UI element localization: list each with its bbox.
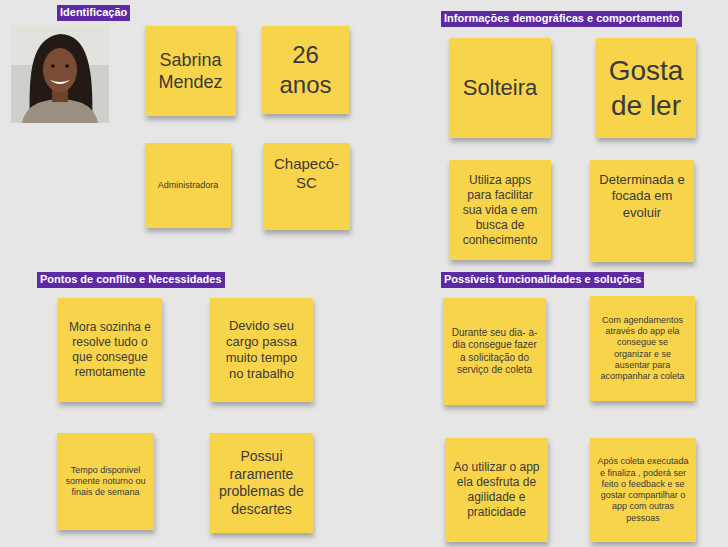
- sticky-note: 26 anos: [262, 26, 349, 114]
- sticky-note: Chapecó- SC: [263, 143, 350, 230]
- sticky-note: Com agendamentos através do app ela cons…: [590, 296, 695, 401]
- note-text: Determinada e focada em evoluir: [597, 172, 687, 221]
- sticky-note: Ao utilizar o app ela desfruta de agilid…: [445, 438, 548, 542]
- note-text: Utiliza apps para facilitar sua vida e e…: [456, 173, 544, 248]
- note-text: Mora sozinha e resolve tudo o que conseg…: [65, 320, 155, 380]
- note-text: Após coleta executada e finaliza , poder…: [597, 456, 689, 524]
- note-text: Administradora: [158, 180, 219, 191]
- section-header: Pontos de conflito e Necessidades: [37, 272, 225, 288]
- section-header: Identificação: [57, 5, 130, 21]
- note-text: Devido seu cargo passa muito tempo no tr…: [217, 318, 306, 383]
- note-text: Chapecó- SC: [270, 155, 343, 193]
- note-text: Durante seu dia- a-dia consegue fazer a …: [450, 327, 539, 377]
- section-title: Pontos de conflito e Necessidades: [40, 273, 222, 287]
- section-title: Informações demográficas e comportamento: [444, 12, 679, 26]
- smile: [50, 80, 70, 84]
- sticky-note: Após coleta executada e finaliza , poder…: [590, 438, 696, 542]
- sticky-note: Sabrina Mendez: [145, 26, 236, 116]
- photo-background: [11, 25, 109, 123]
- sticky-note: Possui raramente problemas de descartes: [210, 433, 313, 533]
- eye: [51, 64, 55, 68]
- section-header: Informações demográficas e comportamento: [441, 11, 682, 27]
- sticky-note: Administradora: [145, 143, 231, 228]
- section-title: Identificação: [60, 6, 127, 20]
- note-text: Tempo disponivel somente noturno ou fina…: [64, 465, 147, 499]
- note-text: 26 anos: [269, 40, 342, 100]
- note-text: Sabrina Mendez: [152, 49, 229, 94]
- face: [43, 48, 77, 92]
- sticky-note: Tempo disponivel somente noturno ou fina…: [57, 433, 154, 530]
- note-text: Com agendamentos através do app ela cons…: [597, 315, 688, 383]
- sticky-note: Gosta de ler: [596, 38, 696, 138]
- note-text: Solteira: [463, 74, 538, 102]
- section-header: Possíveis funcionalidades e soluções: [441, 272, 644, 288]
- sticky-note: Durante seu dia- a-dia consegue fazer a …: [443, 298, 546, 405]
- section-title: Possíveis funcionalidades e soluções: [444, 273, 641, 287]
- sticky-note: Determinada e focada em evoluir: [590, 160, 694, 262]
- note-text: Ao utilizar o app ela desfruta de agilid…: [452, 460, 541, 520]
- sticky-note: Solteira: [449, 38, 551, 138]
- sticky-note: Mora sozinha e resolve tudo o que conseg…: [58, 298, 162, 402]
- sticky-note: Utiliza apps para facilitar sua vida e e…: [449, 160, 551, 260]
- note-text: Gosta de ler: [603, 53, 689, 123]
- sticky-note: Devido seu cargo passa muito tempo no tr…: [210, 298, 313, 402]
- shirt: [22, 99, 98, 123]
- note-text: Possui raramente problemas de descartes: [217, 448, 306, 518]
- eye: [65, 64, 69, 68]
